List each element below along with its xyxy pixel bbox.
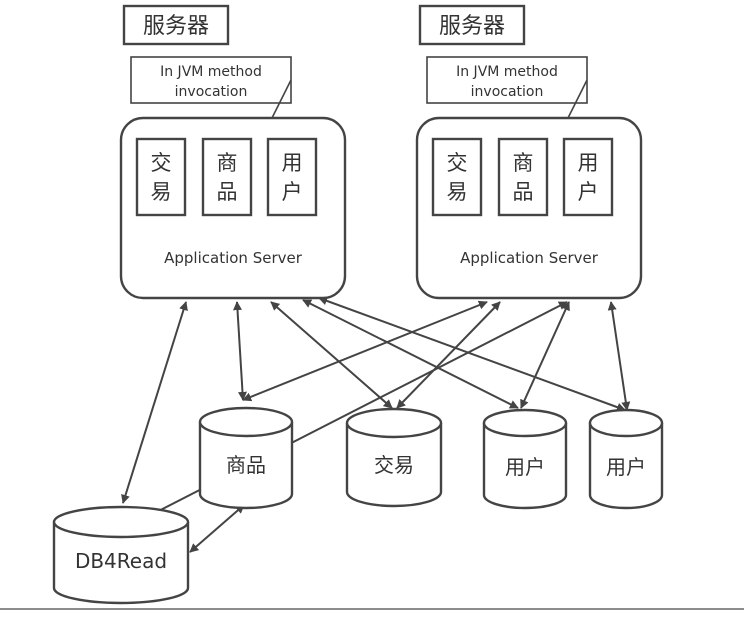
server-2-module-user-l1: 用	[578, 151, 599, 175]
arrow-s1-product-db	[233, 301, 247, 401]
server-1: 服务器 In JVM method invocation 交 易 商 品 用 户…	[119, 4, 347, 300]
server-1-module-product	[201, 137, 253, 217]
server-2-module-product	[497, 137, 549, 217]
db-trade: 交易	[345, 407, 443, 508]
server-2-module-trade	[431, 137, 483, 217]
db-user-2-label: 用户	[606, 455, 646, 479]
server-1-module-trade-l1: 交	[151, 151, 172, 175]
db-trade-label: 交易	[374, 453, 414, 477]
server-1-label-box	[122, 4, 230, 46]
db-user-1-label: 用户	[505, 455, 545, 479]
server-1-app-label: Application Server	[164, 249, 303, 267]
arrow-db4read-product-db	[189, 504, 245, 553]
db-product: 商品	[198, 406, 294, 510]
db-db4read: DB4Read	[52, 505, 190, 605]
server-1-note-box	[130, 56, 292, 104]
arrow-s2-user-db-2	[607, 301, 631, 411]
db-product-label: 商品	[226, 453, 266, 477]
db-user-1: 用户	[482, 408, 568, 510]
server-1-module-user-l1: 用	[282, 151, 303, 175]
server-2-module-trade-l1: 交	[447, 151, 468, 175]
server-2-module-trade-l2: 易	[447, 180, 468, 204]
server-2-note-line1: In JVM method	[456, 64, 558, 80]
server-2-module-product-l1: 商	[513, 151, 534, 175]
server-2-app-label: Application Server	[460, 249, 599, 267]
server-2: 服务器 In JVM method invocation 交 易 商 品 用 户…	[415, 4, 643, 300]
arrow-s2-user-db-1	[520, 301, 570, 409]
server-2-module-user-l2: 户	[578, 180, 599, 204]
server-1-module-product-l2: 品	[217, 180, 238, 204]
arrow-s2-trade-db	[396, 301, 501, 409]
server-2-note-line2: invocation	[471, 84, 544, 100]
server-1-module-product-l1: 商	[217, 151, 238, 175]
server-1-label: 服务器	[143, 14, 209, 39]
server-1-note-line1: In JVM method	[160, 64, 262, 80]
server-1-module-trade	[135, 137, 187, 217]
server-2-module-product-l2: 品	[513, 180, 534, 204]
server-2-label-box	[418, 4, 526, 46]
server-2-label: 服务器	[439, 14, 505, 39]
server-2-module-user	[562, 137, 614, 217]
server-1-module-user-l2: 户	[282, 180, 303, 204]
db-user-2: 用户	[588, 408, 664, 510]
db-db4read-label: DB4Read	[75, 549, 167, 573]
arrow-s1-db4read	[121, 301, 188, 504]
server-1-module-trade-l2: 易	[151, 180, 172, 204]
arrow-s1-user-db-2	[318, 296, 626, 412]
server-1-module-user	[266, 137, 318, 217]
server-1-note-line2: invocation	[175, 84, 248, 100]
